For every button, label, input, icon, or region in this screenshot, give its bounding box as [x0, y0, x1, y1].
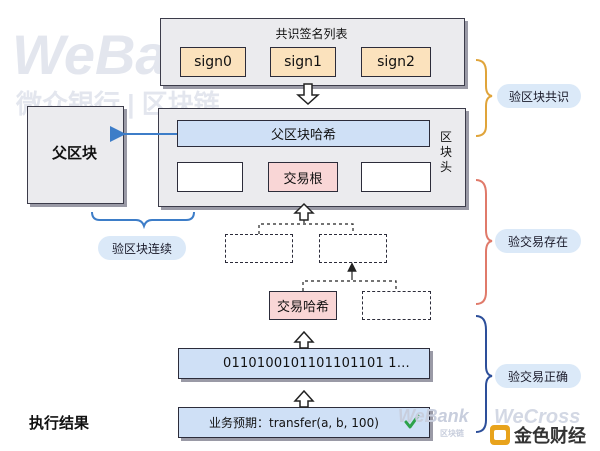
pill-chain-continuity: 验区块连续 [98, 236, 186, 260]
watermark-sub-small: 区块链 [440, 429, 464, 438]
hollow-arrow-down [296, 83, 320, 106]
merkle-node-a [225, 234, 293, 263]
parent-hash-bar: 父区块哈希 [177, 120, 430, 147]
watermark-brand2: WeCross [494, 406, 581, 428]
expectation-bar: 业务预期：transfer(a, b, 100) [178, 407, 430, 438]
sign2-box: sign2 [361, 47, 431, 77]
sign0-box: sign0 [180, 47, 246, 77]
consensus-title: 共识签名列表 [275, 27, 348, 41]
hollow-arrow-tx-root [293, 202, 315, 221]
tx-root-box: 交易根 [268, 162, 338, 192]
merkle-node-b [319, 234, 387, 263]
brace-tx-correctness [475, 315, 493, 433]
merkle-link-upper [258, 220, 354, 234]
brace-chain-continuity [91, 211, 195, 230]
parent-block-box [27, 106, 124, 204]
tx-hash-box: 交易哈希 [269, 291, 337, 320]
expectation-text: 业务预期：transfer(a, b, 100) [209, 416, 379, 430]
brace-tx-existence [475, 179, 493, 305]
pill-tx-existence: 验交易存在 [495, 229, 581, 253]
sign1-box: sign1 [270, 47, 336, 77]
brace-block-consensus [475, 59, 493, 137]
parent-block-label: 父区块 [51, 144, 97, 162]
header-field-left [177, 162, 243, 192]
logo-icon [490, 425, 510, 445]
watermark-brand-small: WeBank [398, 406, 469, 426]
hollow-arrow-result [293, 389, 315, 408]
logo-text: 金色财经 [514, 426, 586, 447]
merkle-link-lower [302, 280, 397, 291]
logo: 金色财经 [490, 422, 586, 448]
header-vertical-label: 区 块 头 [439, 130, 452, 174]
check-icon [404, 414, 420, 430]
result-heading: 执行结果 [29, 414, 90, 432]
pill-block-consensus: 验区块共识 [497, 84, 581, 108]
hollow-arrow-binary [293, 330, 315, 349]
header-field-right [361, 162, 431, 192]
merkle-node-c [362, 291, 431, 320]
pill-tx-correctness: 验交易正确 [495, 364, 581, 388]
